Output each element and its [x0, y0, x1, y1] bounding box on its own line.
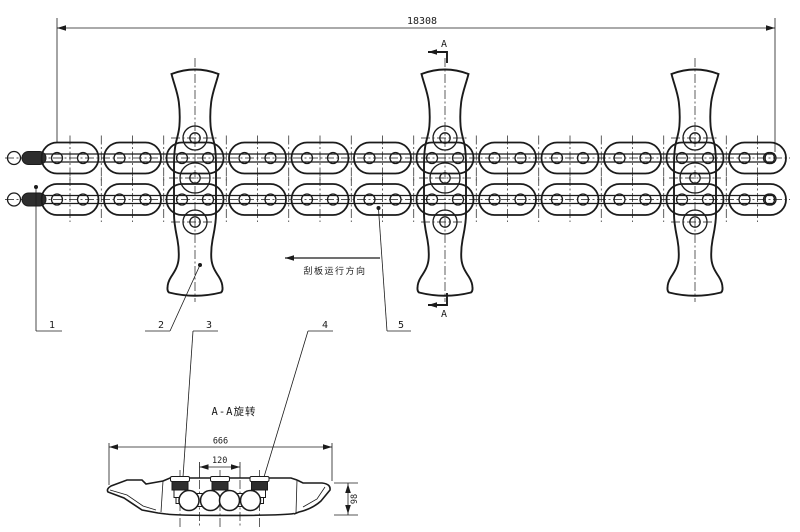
chain-flat-link [290, 183, 350, 216]
part-label-3: 3 [182, 320, 218, 478]
overall-length-value: 18308 [407, 16, 437, 27]
chain-strand-bottom [5, 177, 790, 222]
chain-flat-link [290, 141, 350, 175]
section-letter-top: A [441, 39, 447, 50]
section-view: A-A旋转 [106, 405, 360, 527]
chain-flat-link [228, 141, 287, 175]
chain-flat-link [478, 141, 537, 175]
svg-text:3: 3 [206, 320, 212, 331]
svg-text:1: 1 [49, 320, 55, 331]
chain-end-pin [6, 192, 22, 207]
chain-flat-link [603, 183, 662, 216]
chain-strand-top [5, 135, 790, 181]
part-label-1: 1 [34, 185, 62, 332]
chain-flat-link [603, 141, 662, 175]
dimension-flight-height: 98 [334, 482, 360, 516]
dimension-chain-gauge: 120 [199, 456, 241, 478]
chain-link-circle [199, 489, 222, 512]
chain-flat-link [478, 183, 537, 216]
dim-arrow-left [57, 25, 66, 31]
section-arrow-top [428, 49, 437, 55]
chain-end-connector [21, 192, 47, 207]
chain-assembly [5, 57, 790, 303]
chain-flat-link [228, 183, 287, 216]
chain-flat-link [40, 183, 100, 216]
svg-text:666: 666 [213, 437, 228, 447]
direction-annotation: 刮板运行方向 [285, 255, 380, 277]
chain-flat-link [540, 141, 600, 175]
chain-end-pin [6, 150, 22, 166]
direction-arrow [285, 255, 294, 261]
chain-link-circle [178, 489, 200, 512]
section-view-title: A-A旋转 [212, 405, 257, 418]
dimension-flight-width: 666 [108, 437, 333, 485]
chain-flat-link [103, 141, 162, 175]
section-arrow-bottom [428, 302, 437, 308]
dim-arrow-right [766, 25, 775, 31]
section-letter-bottom: A [441, 309, 447, 320]
part-label-2: 2 [145, 263, 202, 332]
chain-flat-link [353, 183, 412, 216]
chain-link-circle [239, 489, 262, 512]
part-callouts: 1 2 3 4 5 [34, 185, 411, 478]
scraper-flight-3 [666, 57, 724, 303]
chain-flat-link [728, 183, 787, 216]
section-marker-top: A [428, 39, 448, 63]
section-marker-bottom: A [428, 293, 448, 320]
chain-link-circle [218, 489, 241, 512]
chain-end-connector [21, 151, 47, 165]
chain-flat-link [40, 141, 100, 175]
scraper-flight-2 [416, 57, 474, 303]
svg-text:4: 4 [322, 320, 328, 331]
scraper-flight-1 [166, 57, 224, 303]
svg-text:5: 5 [398, 320, 404, 331]
part-label-5: 5 [376, 206, 411, 332]
direction-label: 刮板运行方向 [303, 265, 366, 277]
chain-flat-link [540, 183, 600, 216]
chain-flat-link [103, 183, 162, 216]
chain-flat-link [353, 141, 412, 175]
svg-text:2: 2 [158, 320, 164, 331]
svg-text:98: 98 [350, 494, 360, 504]
chain-flat-link [728, 141, 787, 175]
dimension-overall-length: 18308 [56, 16, 776, 152]
svg-text:120: 120 [212, 456, 227, 466]
part-label-4: 4 [263, 320, 333, 478]
